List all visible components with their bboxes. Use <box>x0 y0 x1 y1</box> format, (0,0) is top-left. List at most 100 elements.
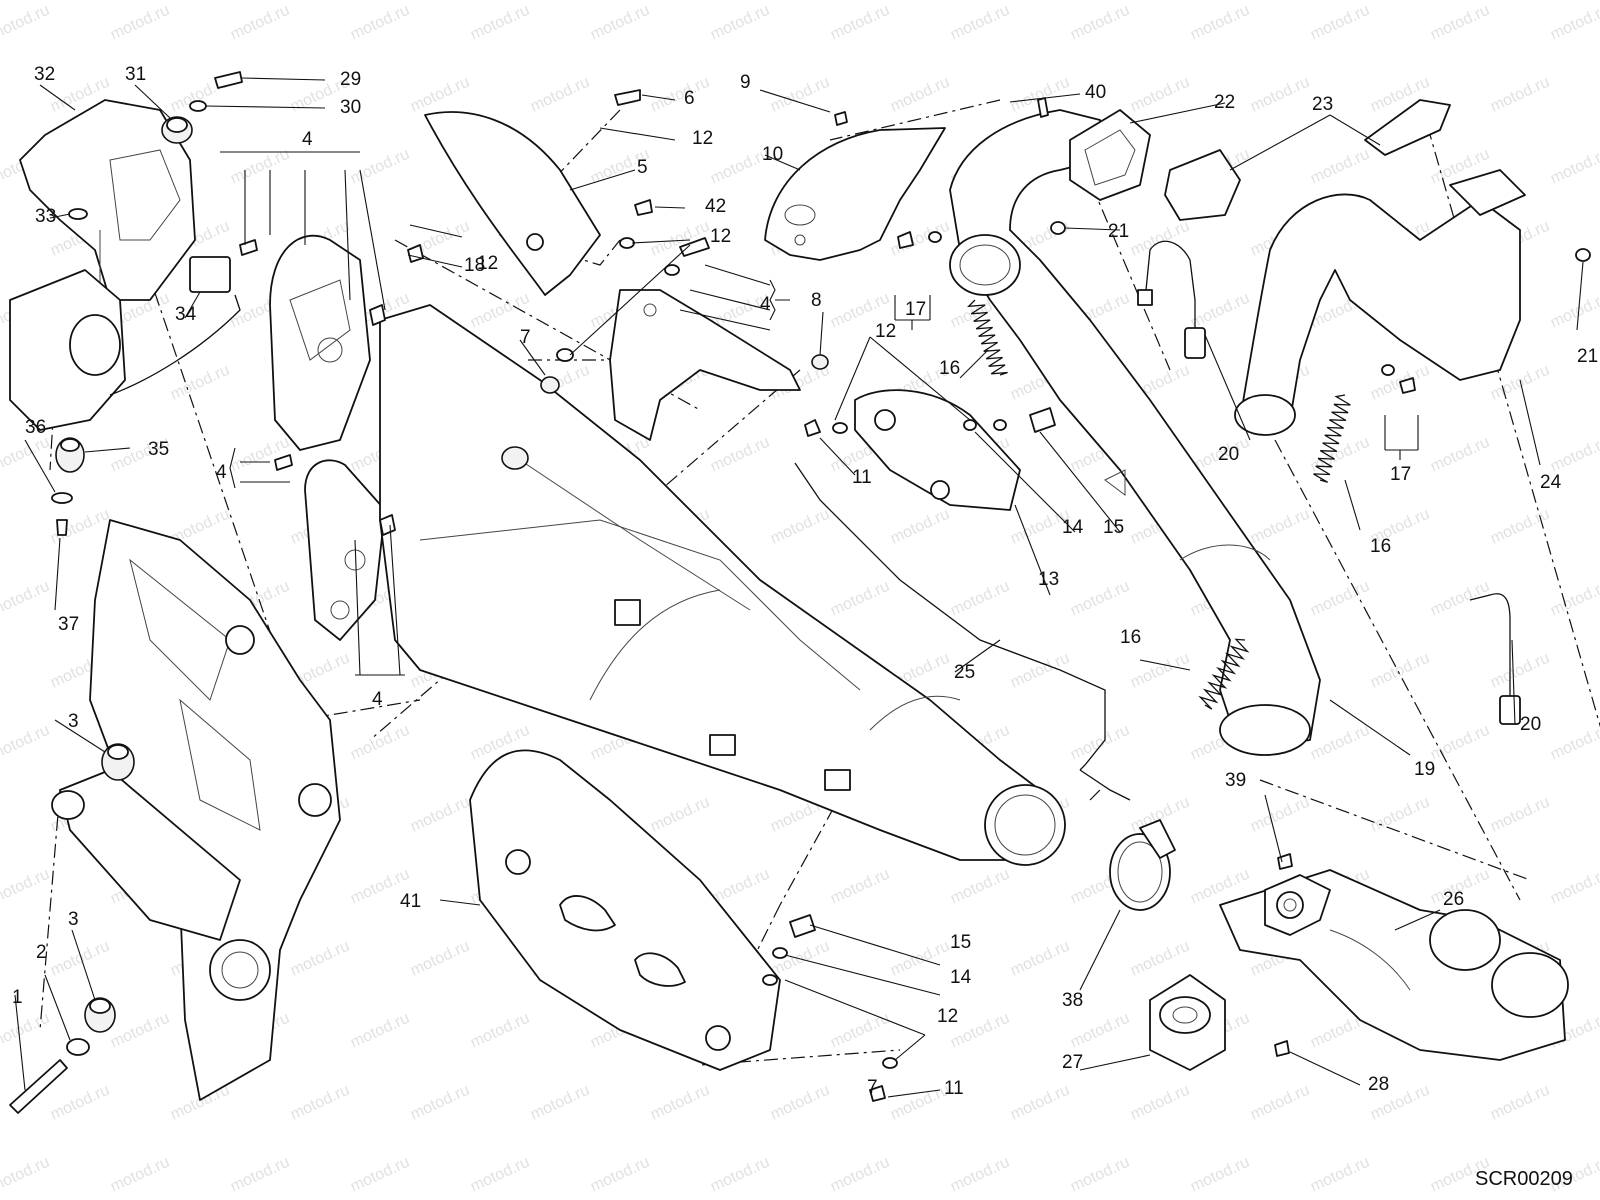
spring-16b <box>1313 394 1351 483</box>
screw-37 <box>56 519 68 536</box>
callout-9: 9 <box>740 72 751 93</box>
callout-32: 32 <box>34 64 55 85</box>
cable-25-end <box>1079 769 1131 801</box>
washer-36 <box>51 492 73 504</box>
callout-7: 7 <box>867 1077 878 1098</box>
washer-33 <box>68 208 88 220</box>
callout-17: 17 <box>905 299 926 320</box>
callout-30: 30 <box>340 97 361 118</box>
watermark-text: motod.ru <box>1128 74 1192 116</box>
clamp-38 <box>1109 819 1176 911</box>
watermark-text: motod.ru <box>1248 794 1312 836</box>
cable-25 <box>794 462 1106 771</box>
watermark-text: motod.ru <box>0 866 52 908</box>
watermark-text: motod.ru <box>828 1010 892 1052</box>
callout-3: 3 <box>68 711 79 732</box>
watermark-text: motod.ru <box>708 1154 772 1196</box>
watermark-text: motod.ru <box>1128 1082 1192 1124</box>
callout-12: 12 <box>937 1006 958 1027</box>
callout-16: 16 <box>1370 536 1391 557</box>
watermark-text: motod.ru <box>1008 938 1072 980</box>
watermark-text: motod.ru <box>828 1154 892 1196</box>
valve-39-assembly <box>1264 874 1331 936</box>
watermark-text: motod.ru <box>348 1010 412 1052</box>
callout-20: 20 <box>1218 444 1239 465</box>
watermark-text: motod.ru <box>828 578 892 620</box>
watermark-text: motod.ru <box>888 506 952 548</box>
watermark-text: motod.ru <box>1068 722 1132 764</box>
header-pipe-19 <box>949 109 1321 756</box>
watermark-text: motod.ru <box>1308 146 1372 188</box>
watermark-text: motod.ru <box>0 1010 52 1052</box>
callout-27: 27 <box>1062 1052 1083 1073</box>
watermark-text: motod.ru <box>948 866 1012 908</box>
watermark-text: motod.ru <box>468 1154 532 1196</box>
watermark-text: motod.ru <box>948 2 1012 44</box>
callout-25: 25 <box>954 662 975 683</box>
actuator-34 <box>9 256 241 431</box>
watermark-text: motod.ru <box>228 1154 292 1196</box>
callout-14: 14 <box>1062 517 1084 538</box>
callout-41: 41 <box>400 891 421 912</box>
leader-lines <box>14 77 1584 1098</box>
callout-4: 4 <box>372 689 383 710</box>
watermark-text: motod.ru <box>828 2 892 44</box>
callout-22: 22 <box>1214 92 1235 113</box>
watermark-text: motod.ru <box>1428 434 1492 476</box>
callout-37: 37 <box>58 614 79 635</box>
callout-28: 28 <box>1368 1074 1389 1095</box>
watermark-text: motod.ru <box>228 2 292 44</box>
callout-4: 4 <box>216 462 227 483</box>
callout-21: 21 <box>1108 221 1129 242</box>
watermark-text: motod.ru <box>1428 578 1492 620</box>
watermark-text: motod.ru <box>348 2 412 44</box>
callout-12: 12 <box>477 253 498 274</box>
watermark-text: motod.ru <box>228 434 292 476</box>
callout-11: 11 <box>944 1078 964 1099</box>
watermark-text: motod.ru <box>948 1154 1012 1196</box>
watermark-text: motod.ru <box>1428 2 1492 44</box>
watermark-text: motod.ru <box>1308 2 1372 44</box>
screw-29 <box>214 71 243 89</box>
lambda-sensor-20a <box>1137 240 1206 359</box>
watermark-text: motod.ru <box>948 578 1012 620</box>
spring-16a <box>966 299 1008 376</box>
callout-15: 15 <box>1103 517 1124 538</box>
callout-8: 8 <box>811 290 822 311</box>
watermark-text: motod.ru <box>1548 290 1600 332</box>
watermark-text: motod.ru <box>48 1082 112 1124</box>
watermark-text: motod.ru <box>1308 578 1372 620</box>
heat-shield-13 <box>854 389 1021 511</box>
watermark-text: motod.ru <box>1548 578 1600 620</box>
gasket-23b <box>1364 99 1451 156</box>
watermark-text: motod.ru <box>1248 1082 1312 1124</box>
callout-12: 12 <box>875 321 896 342</box>
washer-30 <box>189 100 207 112</box>
pulley-27 <box>1149 974 1226 1071</box>
watermark-text: motod.ru <box>1488 1082 1552 1124</box>
watermark-text: motod.ru <box>1308 722 1372 764</box>
watermark-text: motod.ru <box>708 434 772 476</box>
watermark-text: motod.ru <box>1068 1010 1132 1052</box>
callout-11: 11 <box>852 467 872 488</box>
header-pipe-24 <box>1234 169 1526 436</box>
watermark-text: motod.ru <box>1488 74 1552 116</box>
watermark-text: motod.ru <box>1128 218 1192 260</box>
watermark-text: motod.ru <box>1008 1082 1072 1124</box>
callout-31: 31 <box>125 64 146 85</box>
watermark-text: motod.ru <box>408 794 472 836</box>
watermark-text: motod.ru <box>48 938 112 980</box>
callout-16: 16 <box>1120 627 1141 648</box>
callout-6: 6 <box>684 88 695 109</box>
callout-34: 34 <box>175 304 197 325</box>
watermark-text: motod.ru <box>0 1154 52 1196</box>
callout-21: 21 <box>1577 346 1598 367</box>
end-plate-lower <box>304 459 386 641</box>
watermark-text: motod.ru <box>528 74 592 116</box>
callout-2: 2 <box>36 942 47 963</box>
watermark-text: motod.ru <box>108 1010 172 1052</box>
rubber-mount-3a <box>101 743 135 781</box>
grommet-31 <box>161 116 193 144</box>
